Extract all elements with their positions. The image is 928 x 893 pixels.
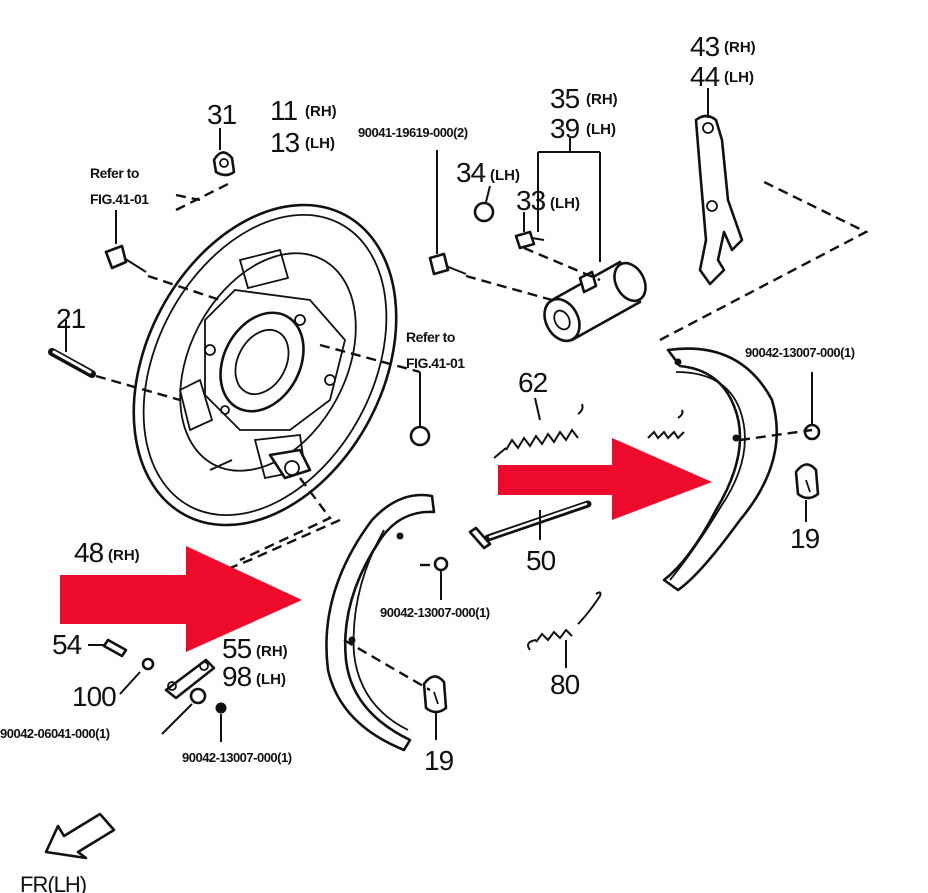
part-35-wheel-cylinder	[537, 138, 647, 343]
label-62: 62	[518, 367, 548, 398]
label-100: 100	[72, 681, 116, 712]
part-19-clip-right	[794, 463, 820, 522]
label-34: 34	[456, 157, 486, 188]
label-33-suffix: (LH)	[550, 195, 580, 212]
part-43-parking-lever	[694, 88, 744, 286]
part-55-strut	[164, 658, 216, 700]
label-bolt-right: 90042-13007-000(1)	[745, 345, 855, 360]
label-48-suffix: (RH)	[108, 547, 140, 564]
labels: 31 11 (RH) 13 (LH) Refer to FIG.41-01 21…	[0, 31, 855, 893]
dashed-assembly-lines	[95, 178, 869, 692]
label-21: 21	[56, 303, 86, 334]
label-33: 33	[516, 185, 546, 216]
label-fr: FR(LH)	[20, 872, 86, 893]
part-right-brake-shoe	[662, 347, 779, 592]
part-50-adjuster	[468, 500, 592, 550]
label-43: 43	[690, 31, 720, 62]
part-33-bleeder	[514, 212, 545, 250]
label-44-suffix: (LH)	[724, 69, 754, 86]
part-small-spring-right	[647, 409, 685, 440]
label-55-suffix: (RH)	[256, 643, 288, 660]
label-98-suffix: (LH)	[256, 671, 286, 688]
red-callout-arrow-left	[60, 546, 302, 652]
part-left-brake-shoe	[325, 493, 436, 752]
part-21-stud	[48, 320, 96, 378]
part-54-pin	[88, 638, 128, 658]
label-bolt-bottom: 90042-13007-000(1)	[182, 750, 292, 765]
label-39: 39	[550, 113, 580, 144]
part-bolt-right	[803, 372, 821, 441]
label-refer-mid-line1: Refer to	[406, 329, 455, 345]
label-80: 80	[550, 669, 580, 700]
part-bolt-left-washer	[161, 687, 207, 735]
label-bolt-top: 90041-19619-000(2)	[358, 125, 468, 140]
label-35: 35	[550, 83, 580, 114]
label-34-suffix: (LH)	[490, 167, 520, 184]
label-13: 13	[270, 127, 300, 158]
label-refer-top-line2: FIG.41-01	[90, 191, 149, 207]
part-34-cap	[473, 185, 495, 223]
label-44: 44	[690, 61, 720, 92]
part-80-spring	[527, 591, 602, 668]
label-11-suffix: (RH)	[305, 103, 337, 120]
label-98: 98	[222, 661, 252, 692]
part-bolt-center	[433, 556, 449, 600]
label-refer-mid-line2: FIG.41-01	[406, 355, 465, 371]
label-54: 54	[52, 629, 82, 660]
red-callout-arrow-right	[498, 438, 712, 520]
part-31-clip	[212, 128, 236, 177]
part-refer-nut-lower	[409, 372, 431, 447]
label-35-suffix: (RH)	[586, 91, 618, 108]
label-31: 31	[207, 99, 237, 130]
label-bolt-center: 90042-13007-000(1)	[380, 605, 490, 620]
part-62-spring	[493, 397, 584, 459]
part-bolt-90041	[428, 150, 467, 276]
part-100-washer	[119, 657, 155, 695]
label-refer-top-line1: Refer to	[90, 165, 139, 181]
label-19-right: 19	[790, 523, 820, 554]
label-43-suffix: (RH)	[724, 39, 756, 56]
label-11: 11	[270, 95, 297, 126]
backing-plate	[132, 203, 398, 527]
label-39-suffix: (LH)	[586, 121, 616, 138]
label-48: 48	[74, 537, 104, 568]
label-50: 50	[526, 545, 556, 576]
label-19-bottom: 19	[424, 745, 454, 776]
part-refer-bolt-upper	[104, 210, 147, 273]
label-13-suffix: (LH)	[305, 135, 335, 152]
part-bolt-bottom	[215, 702, 227, 742]
label-bolt-left: 90042-06041-000(1)	[0, 726, 110, 741]
front-direction-arrow-icon	[44, 812, 116, 860]
label-55: 55	[222, 633, 252, 664]
part-19-clip-bottom	[422, 675, 448, 740]
